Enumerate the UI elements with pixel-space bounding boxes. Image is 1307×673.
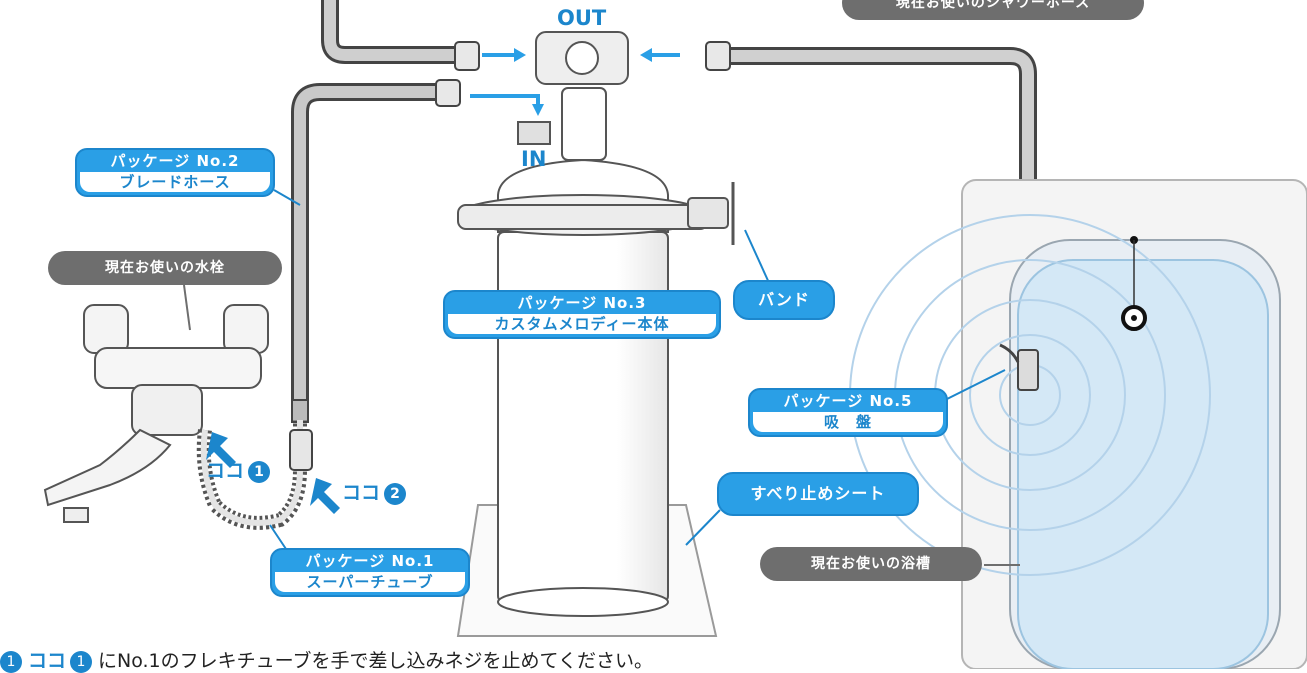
label-package-3: パッケージ No.3 カスタムメロディー本体	[443, 290, 721, 339]
instruction-step-number: 1	[0, 650, 22, 673]
shower-hose	[321, 0, 455, 64]
instruction-koko: ココ	[28, 650, 67, 672]
package-1-number: パッケージ No.1	[305, 552, 435, 570]
label-out: OUT	[557, 6, 607, 30]
label-in: IN	[521, 147, 547, 171]
koko-1-text: ココ	[206, 460, 245, 482]
label-faucet: 現在お使いの水栓	[48, 251, 282, 285]
package-5-number: パッケージ No.5	[783, 392, 913, 410]
bathtub	[849, 179, 1307, 669]
braided-hose	[291, 83, 440, 410]
label-bathtub: 現在お使いの浴槽	[760, 547, 982, 581]
koko-1-number: 1	[248, 460, 271, 483]
package-1-name: スーパーチューブ	[275, 572, 465, 592]
label-package-1: パッケージ No.1 スーパーチューブ	[270, 548, 470, 597]
label-band: バンド	[733, 280, 835, 320]
package-5-name: 吸 盤	[753, 412, 943, 432]
koko-2-number: 2	[384, 482, 407, 505]
instruction-text: にNo.1のフレキチューブを手で差し込みネジを止めてください。	[98, 650, 653, 672]
koko-2-text: ココ	[342, 482, 381, 504]
instruction-koko-number: 1	[70, 650, 93, 673]
label-non-slip-sheet: すべり止めシート	[717, 472, 919, 516]
package-3-number: パッケージ No.3	[517, 294, 647, 312]
label-shower-hose: 現在お使いのシャワーホース	[842, 0, 1144, 20]
package-3-name: カスタムメロディー本体	[448, 314, 716, 334]
label-package-5: パッケージ No.5 吸 盤	[748, 388, 948, 437]
label-package-2: パッケージ No.2 ブレードホース	[75, 148, 275, 197]
faucet	[43, 304, 269, 523]
package-2-name: ブレードホース	[80, 172, 270, 192]
package-2-number: パッケージ No.2	[110, 152, 240, 170]
